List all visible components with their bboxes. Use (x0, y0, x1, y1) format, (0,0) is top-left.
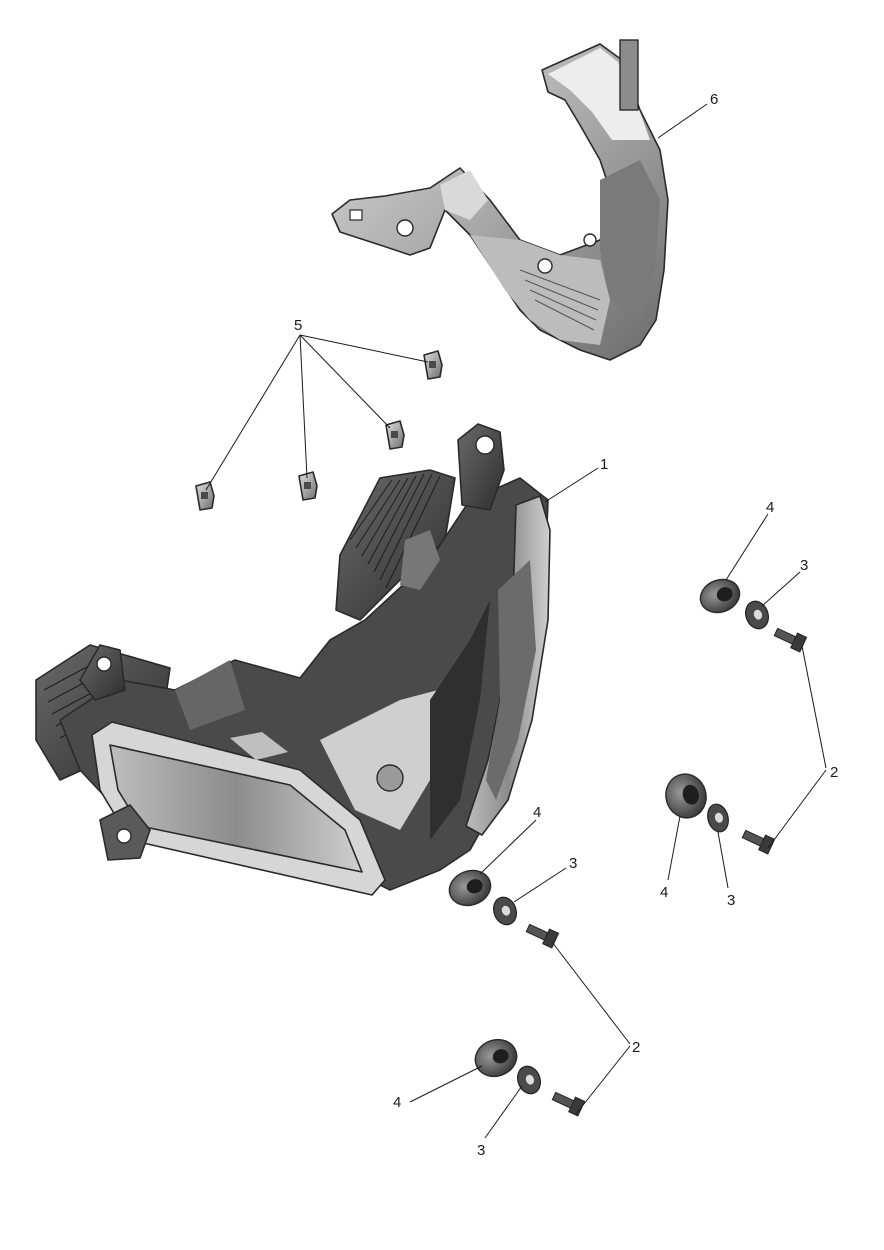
callout-4-b: 4 (660, 884, 668, 901)
clip-1 (423, 350, 443, 380)
clip-fasteners (195, 350, 443, 511)
grommet-c (448, 869, 492, 907)
clip-4 (195, 481, 215, 511)
leader-3-b (717, 831, 729, 889)
grommet-d (474, 1038, 518, 1078)
callout-3-d: 3 (477, 1142, 485, 1159)
leader-4-a (725, 513, 769, 581)
callout-3-a: 3 (800, 557, 808, 574)
callout-3-c: 3 (569, 855, 577, 872)
callout-1: 1 (600, 456, 608, 473)
leader-5-b (299, 334, 391, 429)
leader-4-c (479, 819, 537, 875)
callout-labels: 6 5 1 4 3 2 4 3 4 3 2 4 3 (294, 91, 838, 1159)
leader-4-d (409, 1065, 483, 1103)
washer-a (745, 600, 769, 630)
leader-1 (544, 467, 599, 503)
callout-5: 5 (294, 317, 302, 334)
leader-4-b (667, 815, 681, 881)
bolt-b (741, 829, 776, 855)
leader-2-b1 (551, 941, 631, 1045)
clip-3 (298, 471, 318, 501)
leader-3-c (513, 867, 567, 903)
callout-3-b: 3 (727, 892, 735, 909)
callout-6: 6 (710, 91, 718, 108)
bolt-c (525, 923, 560, 949)
leader-3-a (761, 571, 801, 607)
callout-2-a: 2 (830, 764, 838, 781)
callout-4-d: 4 (393, 1094, 401, 1111)
leader-2-a1 (801, 645, 827, 769)
leader-lines (205, 103, 827, 1139)
grommet-b (665, 773, 707, 819)
washer-c (493, 896, 517, 926)
washer-b (707, 803, 729, 833)
leader-3-d (484, 1085, 523, 1139)
leader-5-c (299, 334, 308, 479)
clip-2 (385, 420, 405, 450)
washer-d (517, 1065, 541, 1095)
leader-2-a2 (767, 769, 827, 849)
leader-5-d (205, 334, 301, 491)
bolt-a (773, 627, 808, 653)
leader-5-a (299, 334, 429, 363)
bolt-d (551, 1091, 586, 1117)
callout-4-a: 4 (766, 499, 774, 516)
callout-2-b: 2 (632, 1039, 640, 1056)
callout-4-c: 4 (533, 804, 541, 821)
headlamp-assembly-part (35, 423, 551, 896)
leader-6 (657, 103, 708, 139)
grommet-a (699, 578, 741, 614)
upper-bracket-part (331, 39, 669, 361)
leader-2-b2 (575, 1045, 631, 1115)
